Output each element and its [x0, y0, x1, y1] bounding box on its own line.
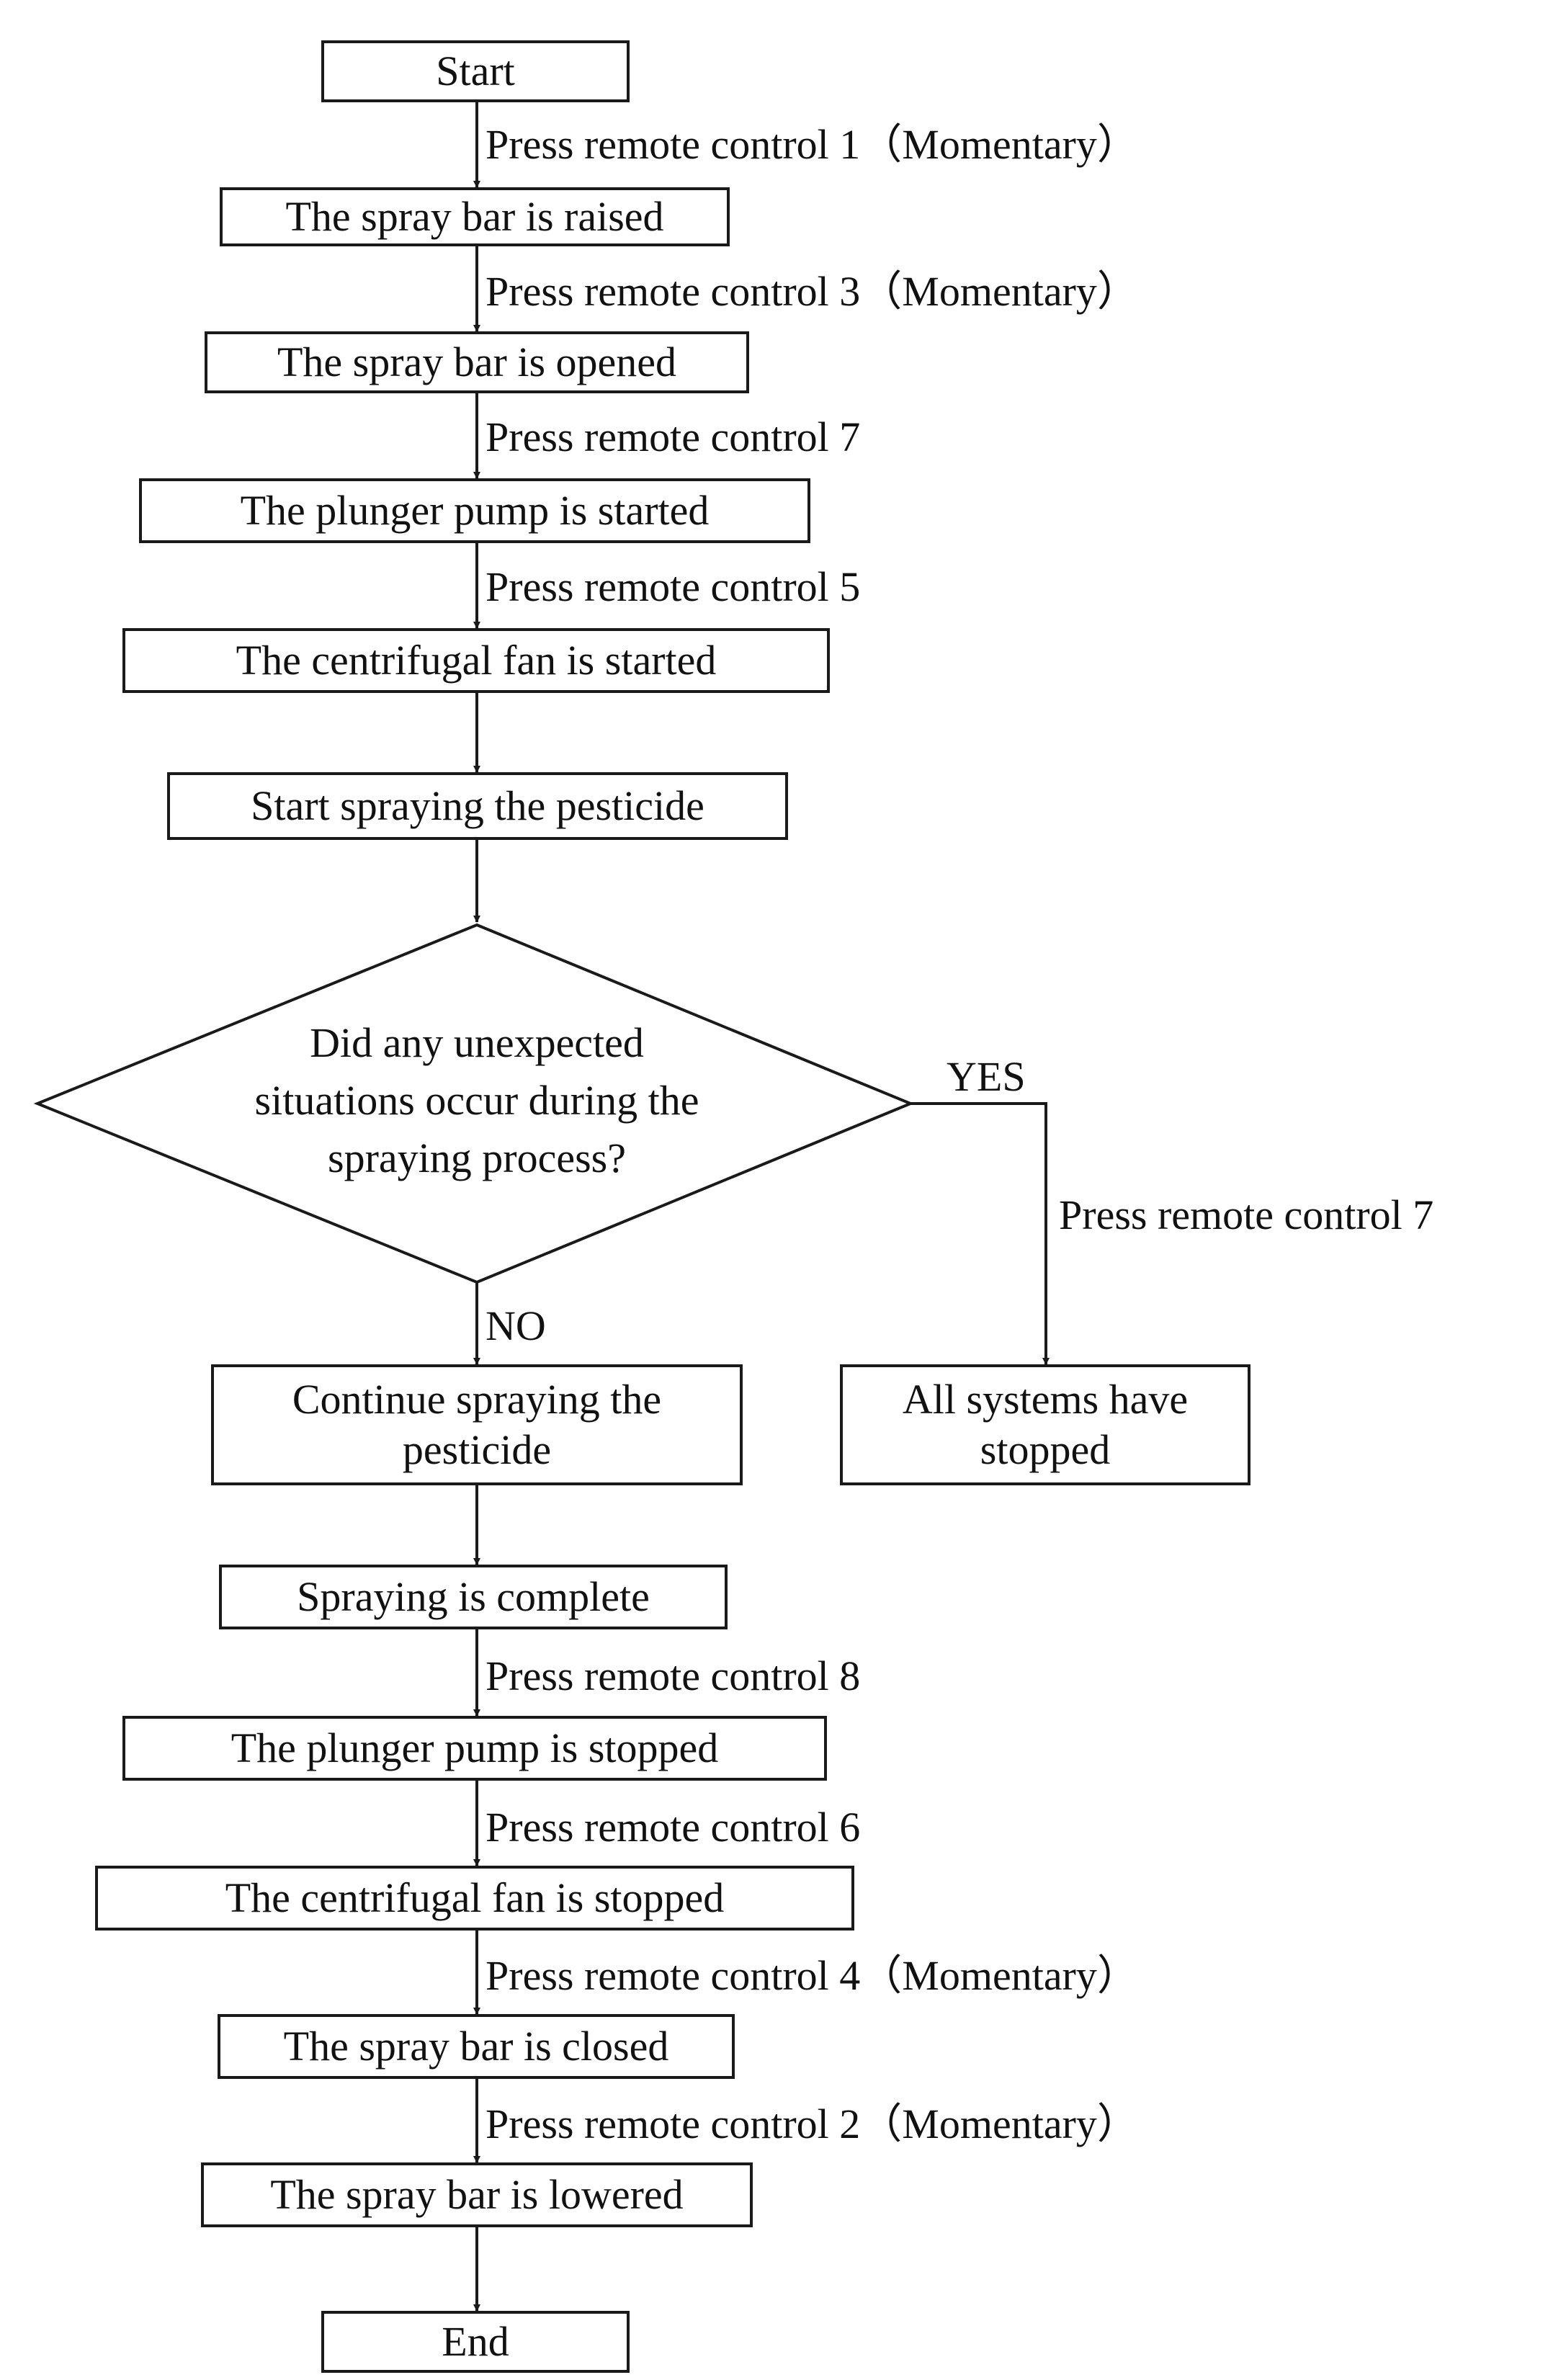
edge-label-yes-remote-7: Press remote control 7: [1059, 1191, 1434, 1238]
node-centrifugal-fan-started: The centrifugal fan is started: [122, 628, 830, 693]
edge-label-remote-3: Press remote control 3（Momentary）: [486, 268, 1139, 315]
node-start: Start: [321, 40, 630, 102]
edge-label-remote-2: Press remote control 2（Momentary）: [486, 2101, 1139, 2147]
edge-label-remote-6: Press remote control 6: [486, 1804, 861, 1851]
node-end: End: [321, 2311, 630, 2373]
edge-label-yes: YES: [947, 1053, 1026, 1100]
node-spray-bar-closed: The spray bar is closed: [218, 2014, 735, 2079]
node-spray-bar-opened: The spray bar is opened: [205, 331, 749, 393]
node-spray-bar-raised: The spray bar is raised: [220, 187, 730, 246]
node-continue-spraying: Continue spraying the pesticide: [211, 1364, 743, 1485]
node-plunger-pump-started: The plunger pump is started: [139, 478, 810, 543]
decision-question: Did any unexpected situations occur duri…: [254, 1019, 699, 1182]
edge-label-remote-8: Press remote control 8: [486, 1652, 861, 1699]
edge-label-remote-7: Press remote control 7: [486, 413, 861, 460]
node-start-spraying: Start spraying the pesticide: [167, 772, 788, 840]
edge-label-remote-1: Press remote control 1（Momentary）: [486, 121, 1139, 168]
node-centrifugal-fan-stopped: The centrifugal fan is stopped: [95, 1866, 854, 1931]
edge-label-remote-5: Press remote control 5: [486, 563, 861, 610]
node-plunger-pump-stopped: The plunger pump is stopped: [122, 1716, 827, 1781]
edge-label-no: NO: [486, 1302, 546, 1349]
node-spraying-complete: Spraying is complete: [219, 1565, 728, 1629]
node-spray-bar-lowered: The spray bar is lowered: [201, 2162, 753, 2227]
node-all-systems-stopped: All systems have stopped: [840, 1364, 1250, 1485]
arrow-decision-yes-branch: [910, 1102, 1050, 1365]
edge-label-remote-4: Press remote control 4（Momentary）: [486, 1952, 1139, 1999]
